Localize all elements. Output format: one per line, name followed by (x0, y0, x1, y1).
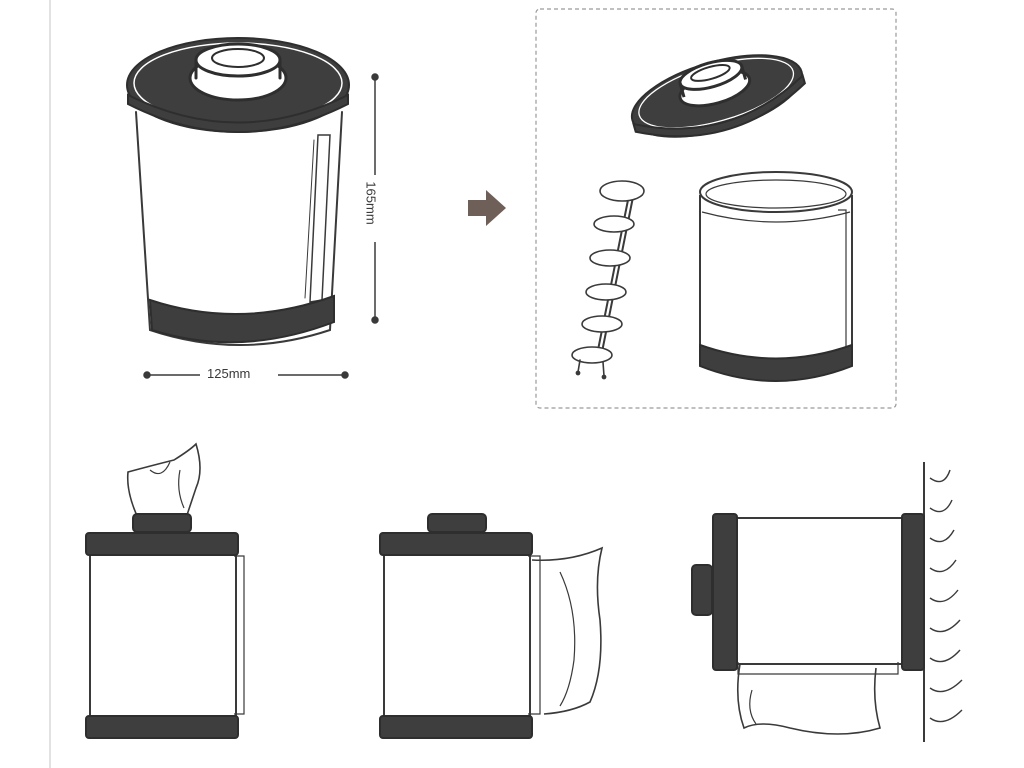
wall-mounted-canister (691, 462, 963, 742)
width-dimension-line (143, 371, 349, 379)
open-container (699, 171, 853, 382)
spiral-spindle (571, 180, 645, 380)
assembled-canister (126, 37, 350, 346)
side-dispensing-canister (379, 513, 604, 739)
height-dimension-label: 165mm (363, 178, 379, 228)
separated-lid (630, 54, 807, 138)
wall-hatching (929, 469, 963, 723)
right-arrow-icon (468, 190, 506, 226)
top-dispensing-canister (85, 442, 245, 739)
exploded-view-frame (535, 8, 897, 409)
width-dimension-label: 125mm (204, 367, 254, 381)
height-dimension-line (371, 73, 379, 324)
